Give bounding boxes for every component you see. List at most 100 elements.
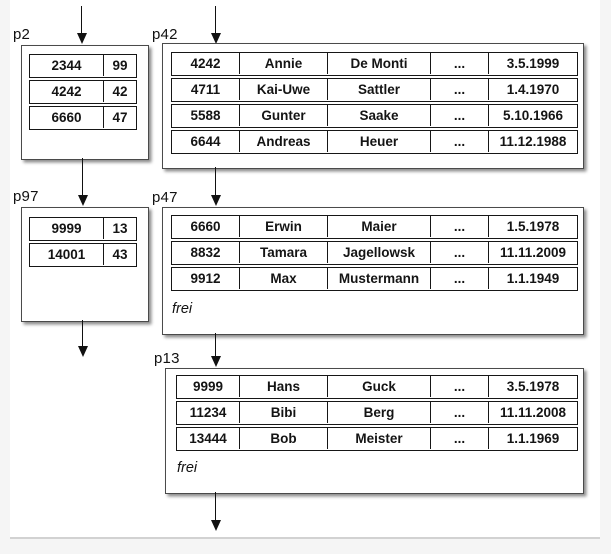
table-cell: 4242 bbox=[190, 56, 221, 71]
page-label-p2: p2 bbox=[13, 26, 31, 43]
arrow-p13-out-icon bbox=[210, 492, 222, 531]
table-cell: 9999 bbox=[192, 379, 224, 394]
table-cell: Jagellowsk bbox=[327, 242, 430, 263]
table-row: 6660 47 bbox=[29, 106, 137, 130]
arrow-into-p2-icon bbox=[76, 6, 88, 44]
table-cell: 4242 bbox=[51, 84, 82, 99]
table-cell: ... bbox=[430, 105, 488, 126]
table-cell: Gunter bbox=[239, 105, 327, 126]
table-cell: 11.11.2008 bbox=[488, 402, 577, 423]
table-cell: 13444 bbox=[189, 431, 227, 446]
table-cell: ... bbox=[430, 131, 488, 152]
table-cell: 11.12.1988 bbox=[488, 131, 577, 152]
table-cell: 43 bbox=[103, 244, 136, 265]
table-cell: 6644 bbox=[190, 134, 221, 149]
table-cell: ... bbox=[430, 79, 488, 100]
table-cell: 3.5.1978 bbox=[488, 376, 577, 397]
table-cell: 3.5.1999 bbox=[488, 53, 577, 74]
table-cell: ... bbox=[430, 376, 488, 397]
table-cell: ... bbox=[430, 268, 488, 289]
table-cell: 1.1.1949 bbox=[488, 268, 577, 289]
arrow-head-icon bbox=[211, 195, 221, 206]
table-cell: 47 bbox=[103, 107, 136, 128]
table-row: 9999 13 bbox=[29, 217, 137, 241]
table-cell: Maier bbox=[327, 216, 430, 237]
table-cell: 14001 bbox=[47, 247, 86, 262]
table-cell: 6660 bbox=[51, 110, 82, 125]
table-cell: Annie bbox=[239, 53, 327, 74]
table-cell: Max bbox=[239, 268, 327, 289]
table-cell: 99 bbox=[103, 55, 136, 76]
arrow-head-icon bbox=[78, 195, 88, 206]
free-space-label: frei bbox=[177, 460, 198, 476]
table-cell: Andreas bbox=[239, 131, 327, 152]
page-table-p97: 9999 13 14001 43 bbox=[29, 217, 137, 269]
table-cell: 11234 bbox=[189, 405, 227, 420]
arrow-p2-to-p97-icon bbox=[77, 158, 89, 206]
table-cell: Hans bbox=[239, 376, 327, 397]
table-cell: ... bbox=[430, 428, 488, 449]
table-cell: 4711 bbox=[190, 82, 221, 97]
table-cell: Berg bbox=[327, 402, 430, 423]
free-space-label: frei bbox=[172, 301, 193, 317]
page-box-p97: 9999 13 14001 43 bbox=[21, 207, 149, 322]
table-cell: 13 bbox=[103, 218, 136, 239]
table-cell: 11.11.2009 bbox=[488, 242, 577, 263]
table-cell: 5588 bbox=[190, 108, 221, 123]
table-cell: 2344 bbox=[51, 58, 82, 73]
table-cell: Guck bbox=[327, 376, 430, 397]
table-cell: 42 bbox=[103, 81, 136, 102]
table-cell: ... bbox=[430, 242, 488, 263]
table-row: 14001 43 bbox=[29, 243, 137, 267]
table-cell: Saake bbox=[327, 105, 430, 126]
table-cell: Sattler bbox=[327, 79, 430, 100]
page-label-p42: p42 bbox=[152, 26, 178, 43]
arrow-head-icon bbox=[78, 346, 88, 357]
table-cell: 1.1.1969 bbox=[488, 428, 577, 449]
table-cell: De Monti bbox=[327, 53, 430, 74]
table-cell: 1.5.1978 bbox=[488, 216, 577, 237]
table-cell: 9999 bbox=[51, 221, 82, 236]
arrow-p47-to-p13-icon bbox=[210, 333, 222, 367]
arrow-head-icon bbox=[211, 520, 221, 531]
table-cell: Mustermann bbox=[327, 268, 430, 289]
arrow-into-p42-icon bbox=[210, 6, 222, 44]
table-cell: Kai-Uwe bbox=[239, 79, 327, 100]
table-cell: ... bbox=[430, 402, 488, 423]
table-cell: Bob bbox=[239, 428, 327, 449]
arrow-head-icon bbox=[211, 356, 221, 367]
arrow-line bbox=[215, 6, 216, 34]
arrow-line bbox=[215, 167, 216, 196]
arrow-line bbox=[82, 320, 83, 347]
arrow-line bbox=[215, 492, 216, 521]
arrow-line bbox=[82, 158, 83, 196]
table-cell: ... bbox=[430, 216, 488, 237]
table-cell: 6660 bbox=[190, 219, 221, 234]
table-cell: 8832 bbox=[190, 245, 221, 260]
table-cell: 5.10.1966 bbox=[488, 105, 577, 126]
page-label-p47: p47 bbox=[152, 189, 178, 206]
page-label-p97: p97 bbox=[13, 188, 39, 205]
arrow-p42-to-p47-icon bbox=[210, 167, 222, 206]
table-cell: Heuer bbox=[327, 131, 430, 152]
table-cell: 1.4.1970 bbox=[488, 79, 577, 100]
table-cell: Erwin bbox=[239, 216, 327, 237]
